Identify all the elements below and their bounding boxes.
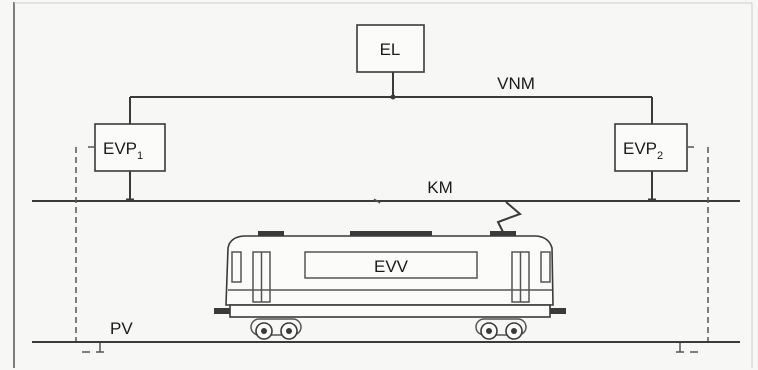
evp2-text: EVP2 bbox=[623, 139, 663, 162]
evp1-main: EVP bbox=[103, 139, 137, 158]
evp1-box bbox=[94, 123, 166, 172]
bogie-left bbox=[250, 318, 302, 336]
evp1-text: EVP1 bbox=[103, 139, 143, 162]
wheel-2-hub bbox=[286, 328, 292, 334]
tram-window-left bbox=[231, 251, 242, 283]
km-label: KM bbox=[427, 178, 453, 197]
evp2-main: EVP bbox=[623, 139, 657, 158]
wheel-3-hub bbox=[486, 328, 492, 334]
tram-roof-equipment-1 bbox=[258, 231, 284, 236]
evp1-sub: 1 bbox=[137, 150, 143, 162]
el-label: EL bbox=[380, 40, 401, 59]
tram-underframe bbox=[229, 304, 551, 318]
tram-roof-equipment-2 bbox=[350, 231, 432, 236]
tram-roof-equipment-3 bbox=[490, 231, 516, 236]
pv-label: PV bbox=[110, 319, 133, 338]
vnm-label: VNM bbox=[497, 74, 535, 93]
evv-label: EVV bbox=[374, 257, 409, 276]
wheel-4-hub bbox=[511, 328, 517, 334]
tram-body bbox=[225, 235, 554, 306]
el-box bbox=[356, 24, 425, 73]
bogie-right bbox=[475, 318, 527, 336]
km-mark bbox=[373, 198, 381, 204]
pantograph bbox=[496, 201, 522, 237]
coupler-right bbox=[550, 308, 566, 314]
tram-window-right bbox=[540, 251, 551, 283]
tram-vehicle: EVV bbox=[214, 231, 566, 340]
evv-box bbox=[304, 251, 478, 279]
coupler-left bbox=[214, 308, 230, 314]
evp2-sub: 2 bbox=[657, 150, 663, 162]
wheel-1-hub bbox=[261, 328, 267, 334]
